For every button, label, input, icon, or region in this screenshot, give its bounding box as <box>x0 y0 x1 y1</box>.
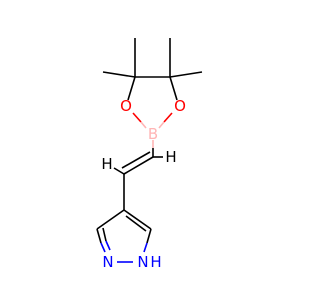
bond-o-b-right-o <box>163 112 173 123</box>
bond-o-b-left-o <box>132 112 142 123</box>
atom-hydrogen-vinyl-alpha: H <box>165 148 176 166</box>
bond-pz-c3-n2-n <box>100 242 106 253</box>
bond-pz-c3-n2-c <box>96 228 102 244</box>
atom-nitrogen-nh: N <box>137 253 148 271</box>
bond-c-o-left <box>127 76 136 101</box>
bond-pz-c3-n2-n-b <box>105 240 111 251</box>
atom-hydrogen-nh: H <box>150 253 161 271</box>
bond-pz-c4-c3 <box>96 209 125 230</box>
atom-oxygen-right: O <box>174 97 186 115</box>
bond-pz-c4-c5-b <box>125 215 147 232</box>
bond-methyl-right-b <box>169 71 203 78</box>
bond-vinyl-h-beta <box>113 167 125 175</box>
bond-pz-c4-c5-a <box>123 209 152 230</box>
structure-svg: O O B H H N N H <box>96 38 203 271</box>
atom-labels: O O B H H N N H <box>101 97 186 271</box>
bond-o-b-right-b <box>158 121 165 129</box>
atom-hydrogen-vinyl-beta: H <box>101 155 112 173</box>
bond-pz-c5-n1-c <box>146 228 152 244</box>
bond-vinyl-double-a <box>123 156 154 175</box>
atom-boron: B <box>148 125 158 143</box>
atom-nitrogen-pyrazole: N <box>102 253 113 271</box>
bond-pz-c5-n1-n <box>143 242 148 253</box>
bond-o-b-left-b <box>140 121 147 129</box>
bond-vinyl-double-b <box>121 151 151 169</box>
molecule-diagram: O O B H H N N H <box>96 38 203 271</box>
atom-oxygen-left: O <box>120 97 132 115</box>
bond-c-o-right <box>169 76 178 101</box>
bonds <box>96 38 203 263</box>
bond-pz-c3-n2-c-b <box>102 227 107 242</box>
bond-methyl-left-a <box>102 71 136 78</box>
